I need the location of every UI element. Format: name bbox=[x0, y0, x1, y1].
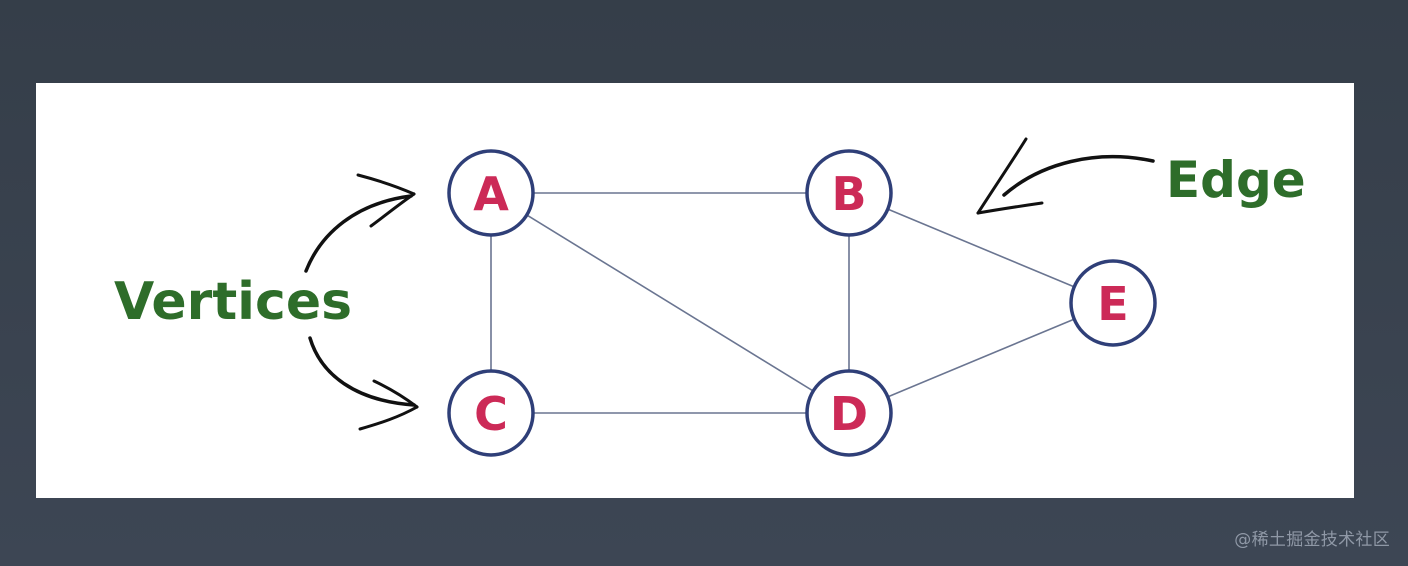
arrow-to-edge bbox=[976, 137, 1155, 215]
edge-label: Edge bbox=[1166, 151, 1306, 209]
arrow-to-vertex-a bbox=[304, 173, 416, 273]
vertex-label: D bbox=[830, 387, 868, 441]
edge-b-e bbox=[848, 192, 1114, 304]
vertex-label: B bbox=[831, 167, 866, 221]
graph-diagram: A B C D E Vertices Edge bbox=[114, 137, 1306, 457]
annotation-arrows bbox=[304, 137, 1155, 431]
vertex-circle bbox=[805, 369, 893, 457]
vertex-label: E bbox=[1097, 277, 1128, 331]
nodes-layer: A B C D E bbox=[447, 149, 1157, 457]
vertex-a: A bbox=[447, 149, 535, 237]
vertex-circle bbox=[447, 149, 535, 237]
edge-d-e bbox=[848, 302, 1114, 414]
vertex-circle bbox=[805, 149, 893, 237]
arrow-to-vertex-c bbox=[308, 336, 419, 431]
edge-a-d bbox=[490, 192, 850, 414]
edges-layer bbox=[490, 192, 1114, 414]
vertex-b: B bbox=[805, 149, 893, 237]
vertex-label: A bbox=[473, 167, 509, 221]
vertex-circle bbox=[447, 369, 535, 457]
vertex-d: D bbox=[805, 369, 893, 457]
watermark: @稀土掘金技术社区 bbox=[1234, 530, 1390, 550]
vertex-circle bbox=[1069, 259, 1157, 347]
vertices-label: Vertices bbox=[114, 272, 352, 332]
vertex-c: C bbox=[447, 369, 535, 457]
vertex-e: E bbox=[1069, 259, 1157, 347]
diagram-canvas: A B C D E Vertices Edge bbox=[36, 83, 1354, 498]
vertex-label: C bbox=[474, 387, 508, 441]
